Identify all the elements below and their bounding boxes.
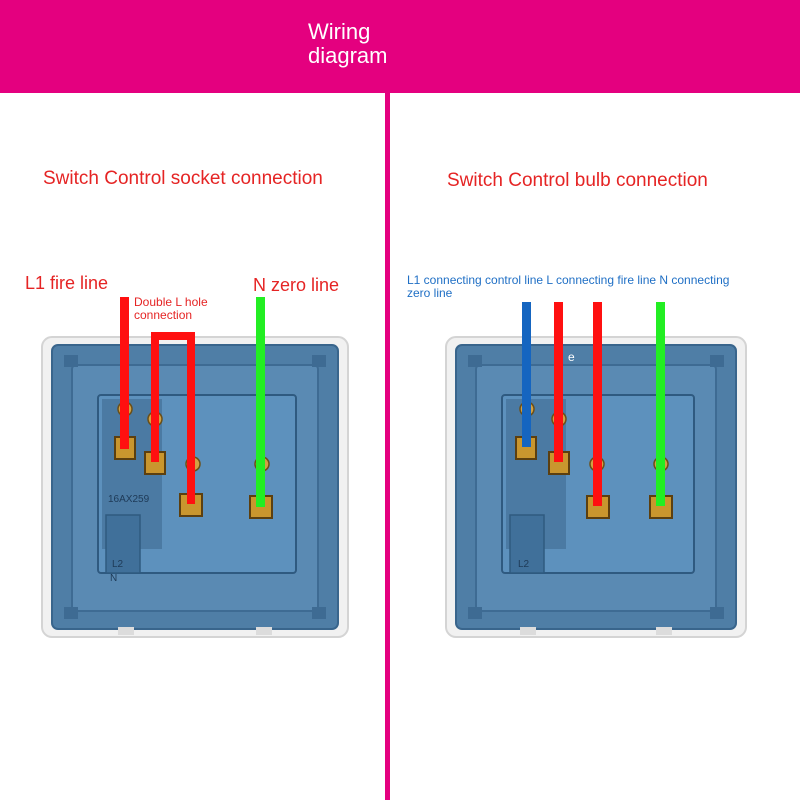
mount-tab (312, 607, 326, 619)
l2-terminal-text: L2 (518, 559, 530, 570)
double-l-jumper-left (151, 332, 159, 462)
l2-terminal-box (105, 514, 141, 574)
mount-tab (468, 607, 482, 619)
frame-clip (656, 627, 672, 635)
l-fire-wire-socket (593, 302, 602, 506)
l2-terminal-box (509, 514, 545, 574)
mount-tab (312, 355, 326, 367)
n-zero-wire (256, 297, 265, 507)
mount-tab (710, 355, 724, 367)
right-socket-diagram: L2 e (445, 302, 747, 638)
l-fire-wire-switch (554, 302, 563, 462)
mount-tab (710, 607, 724, 619)
left-socket-diagram: 16AX259 L2 N (41, 297, 349, 638)
double-l-hole-label: Double L hole connection (134, 295, 208, 322)
rating-text: 16AX259 (108, 494, 150, 505)
double-l-jumper-right (187, 332, 195, 504)
mount-tab (64, 355, 78, 367)
n-terminal-text: N (110, 573, 117, 584)
mount-tab (468, 355, 482, 367)
frame-clip (118, 627, 134, 635)
frame-clip (520, 627, 536, 635)
l1-fire-wire (120, 297, 129, 449)
n-zero-line-label: N zero line (253, 275, 340, 295)
frame-clip (256, 627, 272, 635)
page-title: Wiring diagram (308, 19, 388, 68)
connections-label: L1 connecting control line L connecting … (407, 273, 730, 300)
left-panel-title: Switch Control socket connection (43, 168, 323, 189)
l2-terminal-text: L2 (112, 559, 124, 570)
header-banner (0, 0, 800, 93)
l1-control-wire (522, 302, 531, 447)
n-zero-wire (656, 302, 665, 506)
mount-tab (64, 607, 78, 619)
panel-divider (385, 93, 390, 800)
l1-fire-line-label: L1 fire line (25, 273, 109, 293)
double-l-jumper-top (151, 332, 194, 340)
right-panel-title: Switch Control bulb connection (447, 170, 708, 191)
label-fragment-text: e (568, 350, 575, 364)
